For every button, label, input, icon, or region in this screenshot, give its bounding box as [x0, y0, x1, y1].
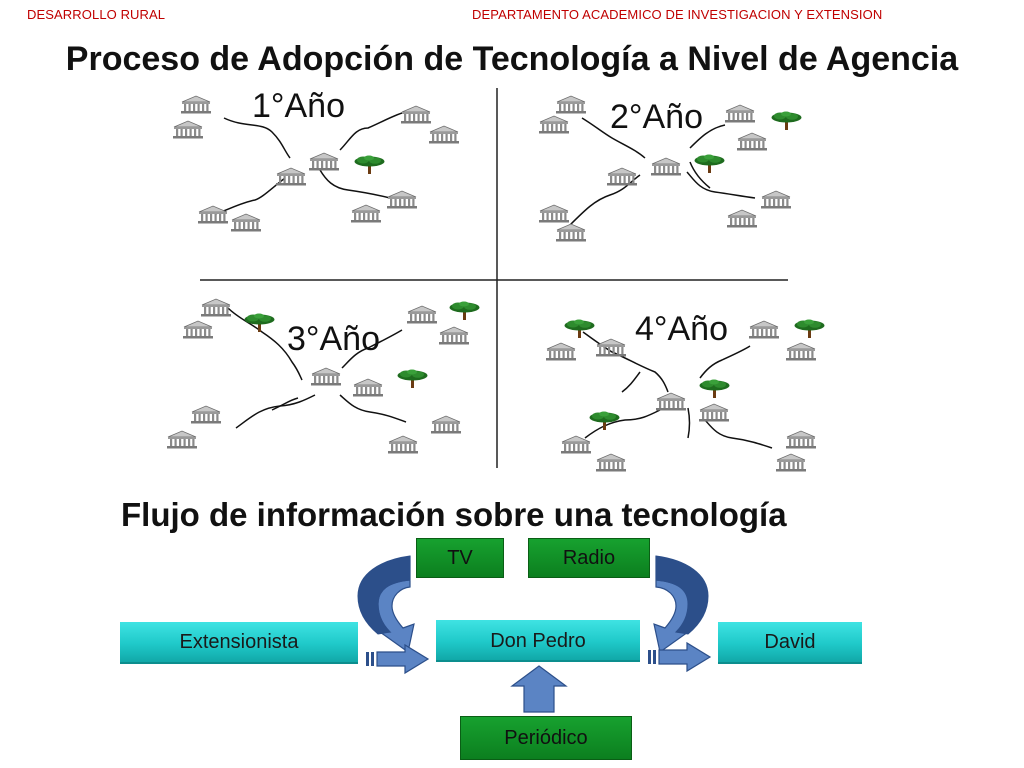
node-extensionista: Extensionista: [120, 622, 358, 664]
right-arrow-icon: [366, 643, 430, 675]
year-label-3: 3°Año: [287, 320, 381, 358]
tree-icon: [397, 369, 428, 388]
year-label-4: 4°Año: [635, 310, 729, 348]
header-left: DESARROLLO RURAL: [27, 7, 166, 22]
tree-icon: [794, 319, 825, 338]
quadrant-dividers: [200, 88, 788, 468]
flow-arrows: [357, 555, 712, 713]
tree-icon: [771, 111, 802, 130]
tree-icon: [244, 313, 275, 332]
node-don-pedro: Don Pedro: [436, 620, 640, 662]
right-arrow-icon: [648, 641, 712, 673]
tree-icon: [449, 301, 480, 320]
year-label-1: 1°Año: [252, 87, 346, 125]
up-arrow-icon: [510, 665, 568, 713]
tree-icon: [694, 154, 725, 173]
page-title: Proceso de Adopción de Tecnología a Nive…: [65, 40, 959, 78]
node-tv: TV: [416, 538, 504, 578]
flow-title: Flujo de información sobre una tecnologí…: [121, 496, 787, 533]
quadrant-year-3: [166, 298, 480, 454]
tree-icon: [699, 379, 730, 398]
quadrant-year-2: [538, 95, 802, 242]
quadrant-year-4: [545, 319, 825, 472]
year-label-2: 2°Año: [610, 98, 704, 136]
tree-icon: [589, 411, 620, 430]
node-periodico: Periódico: [460, 716, 632, 760]
header-right: DEPARTAMENTO ACADEMICO DE INVESTIGACION …: [472, 7, 883, 22]
node-david: David: [718, 622, 862, 664]
tree-icon: [564, 319, 595, 338]
node-radio: Radio: [528, 538, 650, 578]
tree-icon: [354, 155, 385, 174]
quadrant-year-1: [172, 95, 460, 232]
